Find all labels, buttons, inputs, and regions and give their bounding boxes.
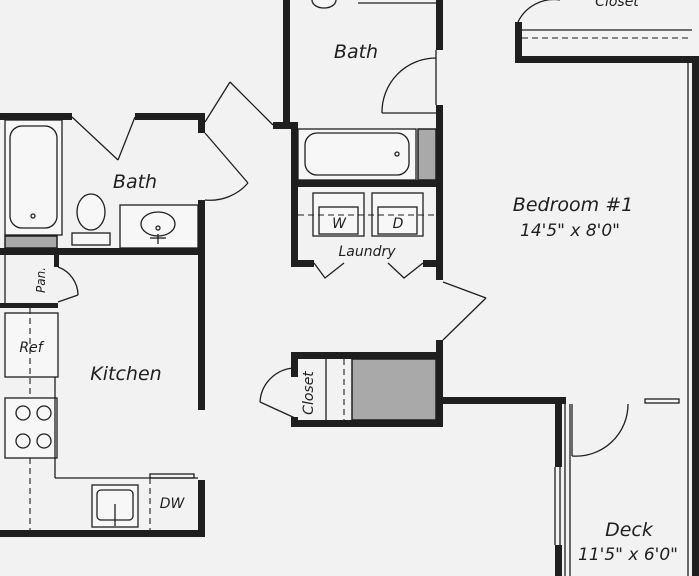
glazing — [554, 63, 689, 576]
washer-label: W — [332, 216, 347, 232]
refrigerator-label: Ref — [19, 340, 44, 356]
doors — [57, 0, 680, 457]
dryer-label: D — [393, 216, 404, 232]
labels: Bath Bath Kitchen Laundry Bedroom #1 14'… — [19, 0, 678, 565]
room-label-laundry: Laundry — [338, 244, 396, 260]
fixtures — [4, 0, 692, 530]
room-label-deck: Deck — [605, 519, 654, 541]
room-dimension-bedroom: 14'5" x 8'0" — [520, 221, 620, 241]
room-dimension-deck: 11'5" x 6'0" — [578, 545, 678, 565]
room-label-bedroom: Bedroom #1 — [513, 194, 633, 216]
room-label-bath-left: Bath — [113, 171, 157, 193]
room-label-bath-upper: Bath — [334, 41, 378, 63]
closet-label-top: Closet — [595, 0, 639, 10]
pantry-label: Pan. — [34, 267, 48, 293]
room-label-kitchen: Kitchen — [90, 363, 161, 385]
dishwasher-label: DW — [160, 496, 186, 512]
closet-label-mid: Closet — [301, 371, 317, 415]
